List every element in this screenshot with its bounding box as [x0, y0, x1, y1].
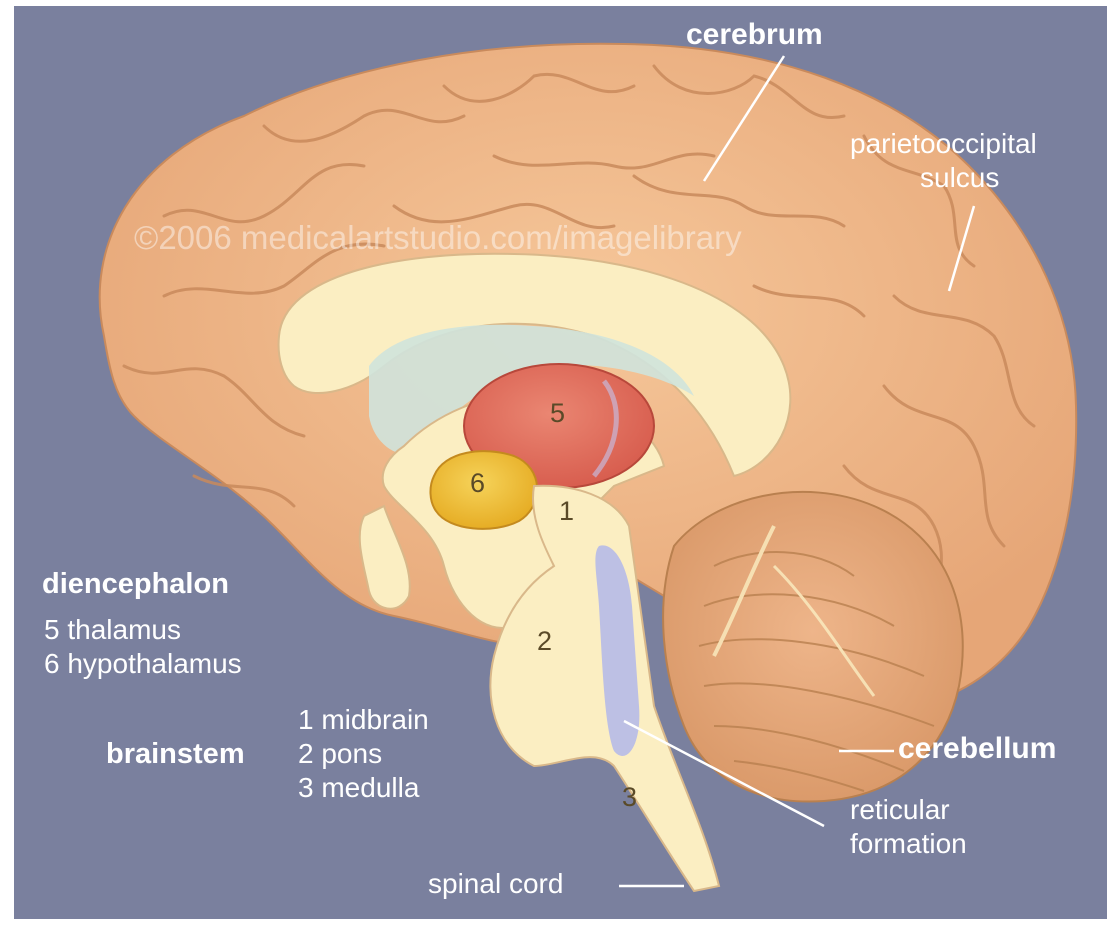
parietooccipital-label-line1: parietooccipital: [850, 128, 1037, 160]
thalamus-label: 5 thalamus: [44, 614, 181, 646]
cerebellum-label: cerebellum: [898, 732, 1056, 766]
spinal-cord-label: spinal cord: [428, 868, 563, 900]
medulla-label: 3 medulla: [298, 772, 419, 804]
hypothalamus-number: 6: [470, 468, 485, 499]
cerebrum-label: cerebrum: [686, 18, 823, 52]
medulla-number: 3: [622, 782, 637, 813]
midbrain-number: 1: [559, 496, 574, 527]
brainstem-label: brainstem: [106, 738, 245, 771]
watermark-text: ©2006 medicalartstudio.com/imagelibrary: [134, 219, 742, 256]
diagram-canvas: ©2006 medicalartstudio.com/imagelibrary …: [14, 6, 1107, 919]
hypothalamus-label: 6 hypothalamus: [44, 648, 242, 680]
thalamus-number: 5: [550, 398, 565, 429]
diencephalon-label: diencephalon: [42, 568, 229, 601]
reticular-formation-label-line2: formation: [850, 828, 967, 860]
pons-label: 2 pons: [298, 738, 382, 770]
pons-number: 2: [537, 626, 552, 657]
reticular-formation-label-line1: reticular: [850, 794, 950, 826]
parietooccipital-label-line2: sulcus: [920, 162, 999, 194]
midbrain-label: 1 midbrain: [298, 704, 429, 736]
